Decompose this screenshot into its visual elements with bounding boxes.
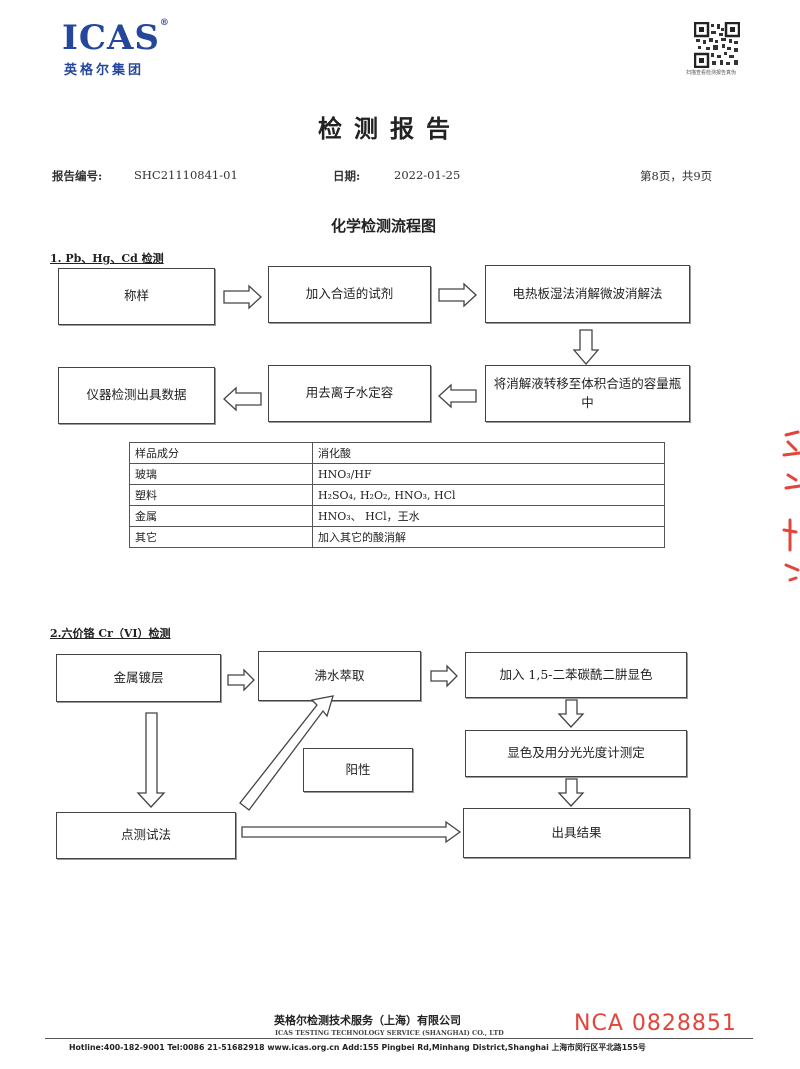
report-title: 检测报告 xyxy=(318,114,462,143)
serial-number: NCA 0828851 xyxy=(574,1011,737,1036)
arrow-right-icon xyxy=(438,282,477,308)
qr-code xyxy=(693,21,741,69)
section1-title: 1. Pb、Hg、Cd 检测 xyxy=(50,252,164,265)
report-number-label: 报告编号: xyxy=(52,169,103,183)
report-number: SHC21110841-01 xyxy=(134,168,238,182)
acid-table: 样品成分 消化酸 玻璃 HNO₃/HF 塑料 H₂SO₄, H₂O₂, HNO₃… xyxy=(129,442,665,548)
step-transfer: 将消解液转移至体积合适的容量瓶中 xyxy=(485,365,690,422)
logo-text: ICAS xyxy=(62,18,160,58)
footer-company-cn: 英格尔检测技术服务（上海）有限公司 xyxy=(274,1014,461,1027)
step-spectro-measure: 显色及用分光光度计测定 xyxy=(465,730,687,777)
arrow-left-icon xyxy=(438,383,477,409)
step-weigh: 称样 xyxy=(58,268,215,325)
company-logo: ICAS® xyxy=(62,18,170,58)
step-add-color-reagent: 加入 1,5-二苯碳酰二肼显色 xyxy=(465,652,687,698)
section2-title: 2.六价铬 Cr（VI）检测 xyxy=(50,627,171,640)
table-header-row: 样品成分 消化酸 xyxy=(129,442,665,464)
arrow-right-icon xyxy=(241,820,462,844)
footer-company-en: ICAS TESTING TECHNOLOGY SERVICE (SHANGHA… xyxy=(275,1029,504,1037)
step-instrument: 仪器检测出具数据 xyxy=(58,367,215,424)
logo-subtitle: 英格尔集团 xyxy=(64,63,145,78)
step-add-reagent: 加入合适的试剂 xyxy=(268,266,431,323)
table-cell: 其它 xyxy=(129,526,313,548)
qr-caption: 扫描查看检测报告真伪 xyxy=(686,70,737,76)
arrow-down-icon xyxy=(557,778,585,807)
step-dilute: 用去离子水定容 xyxy=(268,365,431,422)
step-spot-test: 点测试法 xyxy=(56,812,236,859)
table-cell: 金属 xyxy=(129,505,313,527)
flowchart-heading: 化学检测流程图 xyxy=(331,217,437,235)
table-row: 金属 HNO₃、 HCl，王水 xyxy=(129,505,665,527)
table-cell: 加入其它的酸消解 xyxy=(312,526,665,548)
step-metal-plating: 金属镀层 xyxy=(56,654,221,702)
arrow-right-icon xyxy=(430,664,458,688)
arrow-right-icon xyxy=(227,668,255,692)
step-positive: 阳性 xyxy=(303,748,413,792)
step-issue-result: 出具结果 xyxy=(463,808,690,858)
arrow-left-icon xyxy=(223,386,262,412)
table-row: 其它 加入其它的酸消解 xyxy=(129,526,665,548)
table-header-cell: 样品成分 xyxy=(129,442,313,464)
report-date: 2022-01-25 xyxy=(394,168,461,182)
footer-divider xyxy=(45,1038,753,1039)
stamp-fragment xyxy=(776,420,800,590)
arrow-right-icon xyxy=(223,284,262,310)
arrow-down-icon xyxy=(136,712,166,808)
page-info: 第8页，共9页 xyxy=(640,169,713,183)
step-digestion: 电热板湿法消解微波消解法 xyxy=(485,265,690,323)
step-boiling-extraction: 沸水萃取 xyxy=(258,651,421,701)
arrow-down-icon xyxy=(557,699,585,728)
footer-contact-line: Hotline:400-182-9001 Tel:0086 21-5168291… xyxy=(69,1043,646,1052)
date-label: 日期: xyxy=(333,169,361,183)
arrow-down-icon xyxy=(572,329,600,365)
arrow-diagonal-icon xyxy=(239,695,334,811)
